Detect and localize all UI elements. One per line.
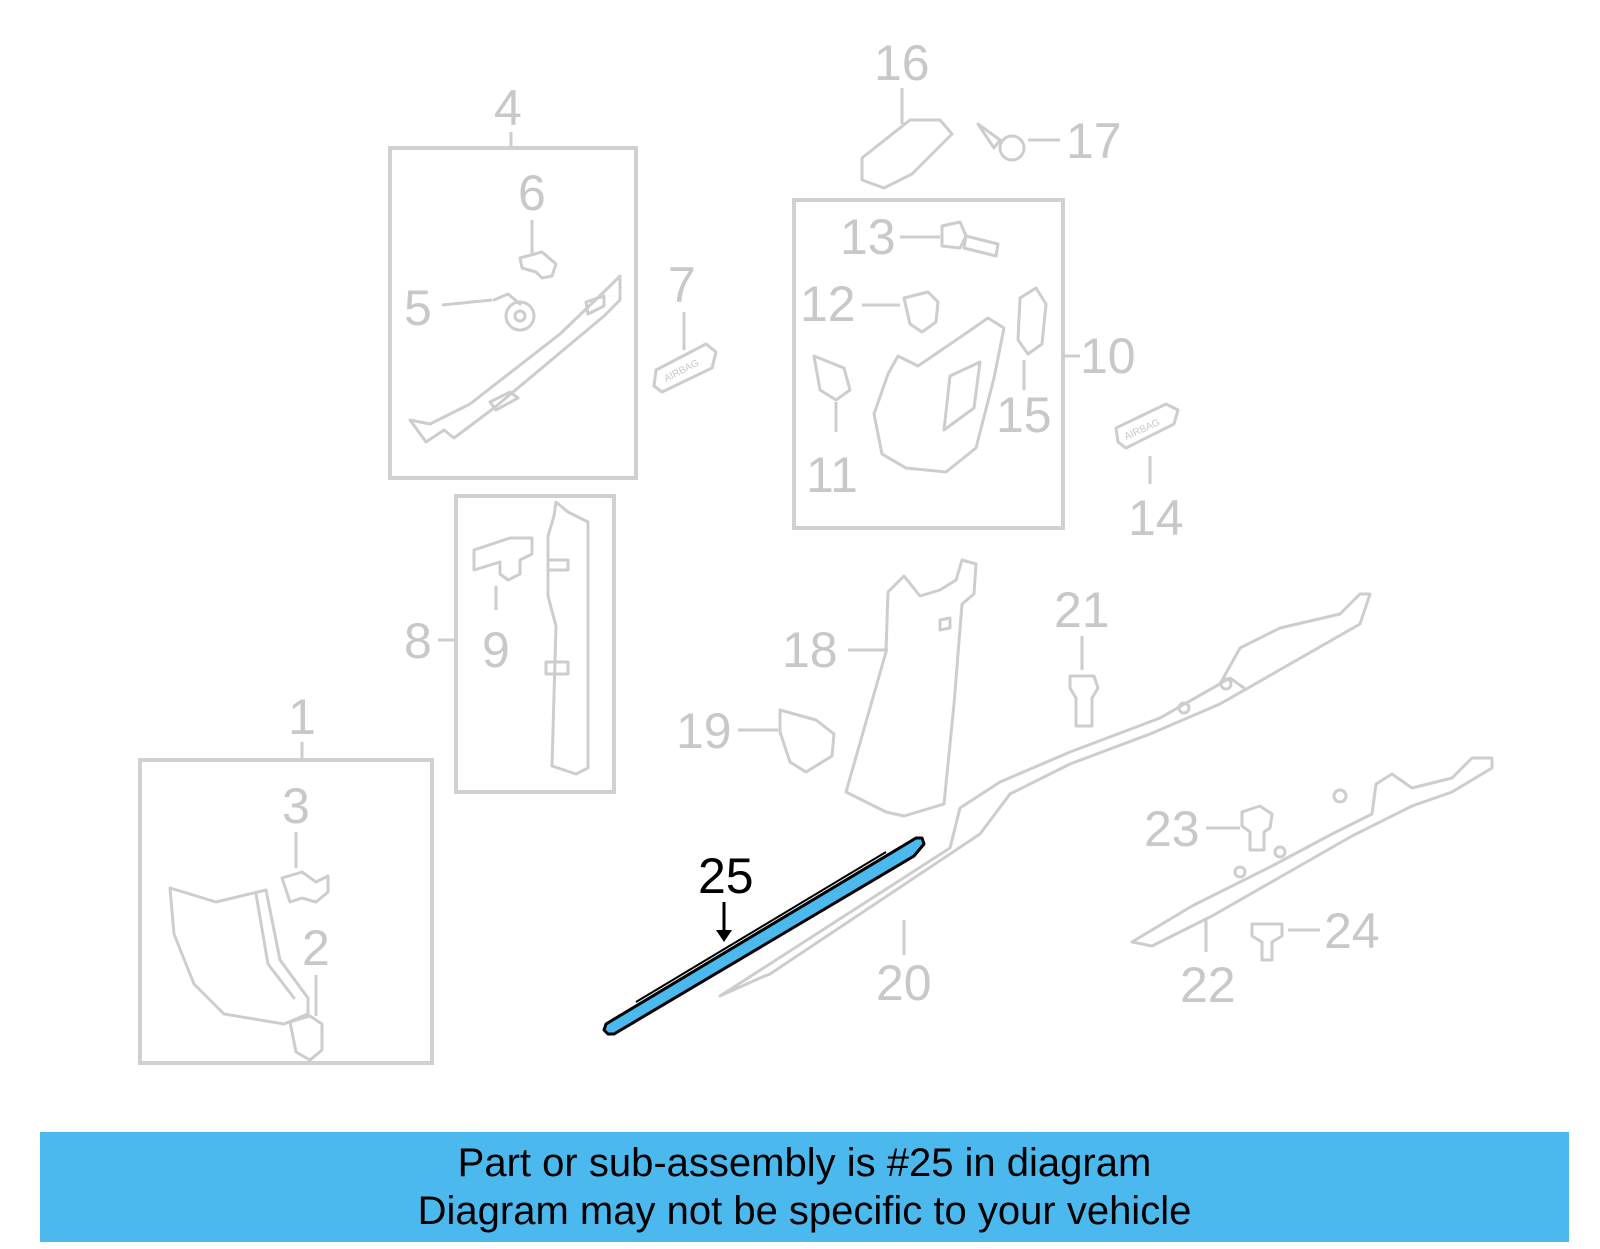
part-4-pillar-trim <box>408 274 622 444</box>
part-20-sill-trim: 20 <box>718 592 1372 1011</box>
callout-23[interactable]: 23 <box>1144 801 1200 857</box>
callout-16[interactable]: 16 <box>874 35 930 91</box>
part-17-pushpin: 17 <box>976 113 1122 169</box>
part-21-bolt: 21 <box>1054 582 1110 728</box>
part-23-bolt: 23 <box>1144 801 1274 857</box>
callout-19[interactable]: 19 <box>676 703 732 759</box>
info-banner: Part or sub-assembly is #25 in diagram D… <box>40 1132 1569 1242</box>
callout-5[interactable]: 5 <box>404 280 432 336</box>
part-11-clip: 11 <box>806 354 858 503</box>
part-5-clip: 5 <box>404 280 536 336</box>
part-19-clip: 19 <box>676 703 836 774</box>
part-25-door-sill-molding[interactable]: 25 <box>602 836 926 1036</box>
callout-6[interactable]: 6 <box>518 165 546 221</box>
callout-3[interactable]: 3 <box>282 778 310 834</box>
airbag-label-1: AIRBAG <box>662 358 701 385</box>
banner-line-1: Part or sub-assembly is #25 in diagram <box>457 1141 1152 1185</box>
callout-1[interactable]: 1 <box>288 689 316 745</box>
part-9-bracket: 9 <box>472 536 534 678</box>
callout-21[interactable]: 21 <box>1054 582 1110 638</box>
part-18-b-pillar-trim: 18 <box>782 558 978 818</box>
callout-9[interactable]: 9 <box>482 622 510 678</box>
callout-18[interactable]: 18 <box>782 622 838 678</box>
callout-12[interactable]: 12 <box>800 276 856 332</box>
group-box-1: 1 <box>138 689 434 1065</box>
part-3-clip: 3 <box>280 778 330 904</box>
banner-line-2: Diagram may not be specific to your vehi… <box>417 1189 1192 1233</box>
part-2-clip: 2 <box>288 920 330 1062</box>
callout-13[interactable]: 13 <box>840 209 896 265</box>
part-12-clip: 12 <box>800 276 940 334</box>
part-1-kick-panel <box>168 886 310 1026</box>
group-box-8: 8 <box>404 494 616 794</box>
callout-22[interactable]: 22 <box>1180 957 1236 1013</box>
group-box-4: 4 <box>388 80 638 480</box>
callout-4[interactable]: 4 <box>494 80 522 136</box>
callout-20[interactable]: 20 <box>876 955 932 1011</box>
part-13-bolt: 13 <box>840 209 1000 265</box>
part-10-trim <box>872 316 1006 474</box>
callout-2[interactable]: 2 <box>302 920 330 976</box>
callout-7[interactable]: 7 <box>668 257 696 313</box>
callout-14[interactable]: 14 <box>1128 490 1184 546</box>
callout-11[interactable]: 11 <box>806 447 858 503</box>
part-16-bracket: 16 <box>860 35 954 190</box>
callout-15[interactable]: 15 <box>996 387 1052 443</box>
callout-10[interactable]: 10 <box>1080 328 1136 384</box>
part-14-airbag-badge: AIRBAG 14 <box>1114 402 1184 546</box>
callout-17[interactable]: 17 <box>1066 113 1122 169</box>
callout-25[interactable]: 25 <box>698 848 754 904</box>
part-6-clip: 6 <box>518 165 558 280</box>
callout-8[interactable]: 8 <box>404 613 432 669</box>
part-8-pillar-trim <box>544 500 590 776</box>
group-box-10: 10 <box>792 198 1136 530</box>
part-22-reinforcement: 22 <box>1130 756 1494 1013</box>
part-7-airbag-badge: 7 AIRBAG <box>652 257 718 394</box>
callout-24[interactable]: 24 <box>1324 903 1380 959</box>
part-24-pushpin: 24 <box>1250 903 1380 962</box>
part-15-clip: 15 <box>996 286 1052 443</box>
